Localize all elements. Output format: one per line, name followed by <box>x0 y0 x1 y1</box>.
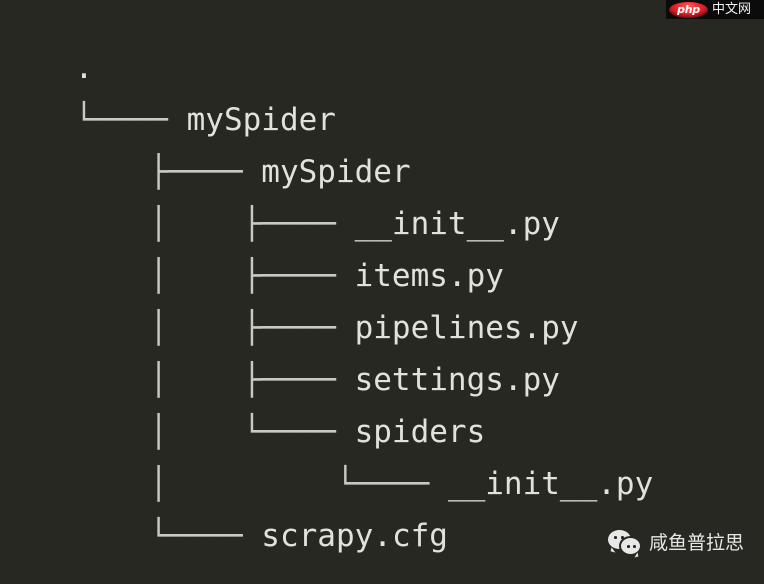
tree-row: ├──── mySpider <box>0 146 764 198</box>
wechat-dot <box>614 536 617 539</box>
tree-row: │ ├──── pipelines.py <box>0 302 764 354</box>
wechat-watermark: 咸鱼普拉思 <box>608 530 744 556</box>
tree-entry-name: items.py <box>354 258 504 294</box>
wechat-dot <box>633 545 636 548</box>
php-logo-text: php <box>677 3 700 16</box>
wechat-dot <box>627 545 630 548</box>
php-watermark: php 中文网 <box>666 0 764 19</box>
tree-row: │ ├──── settings.py <box>0 354 764 406</box>
tree-entry-name: spiders <box>354 414 486 450</box>
tree-entry-name: scrapy.cfg <box>261 518 448 554</box>
tree-branch-glyphs: │ └──── <box>0 466 448 502</box>
tree-entry-name: __init__.py <box>354 206 560 242</box>
directory-tree-output: . └──── mySpider ├──── mySpider │ ├──── … <box>0 42 764 562</box>
tree-entry-name: . <box>74 50 94 86</box>
tree-branch-glyphs <box>0 50 75 86</box>
tree-branch-glyphs: ├──── <box>0 154 262 190</box>
tree-row: . <box>0 42 764 94</box>
tree-entry-name: __init__.py <box>447 466 654 502</box>
tree-row: │ ├──── items.py <box>0 250 764 302</box>
tree-row: │ ├──── __init__.py <box>0 198 764 250</box>
wechat-account-name: 咸鱼普拉思 <box>649 531 745 554</box>
tree-branch-glyphs: └──── <box>0 102 187 138</box>
wechat-icon <box>608 530 642 556</box>
tree-branch-glyphs: │ ├──── <box>0 362 355 398</box>
wechat-bubble-small <box>619 536 642 556</box>
tree-entry-name: mySpider <box>186 102 336 138</box>
tree-row: │ └──── __init__.py <box>0 458 764 510</box>
tree-entry-name: mySpider <box>261 154 411 190</box>
php-logo-badge: php <box>669 1 708 18</box>
tree-branch-glyphs: └──── <box>0 518 262 554</box>
tree-row: │ └──── spiders <box>0 406 764 458</box>
tree-row: └──── mySpider <box>0 94 764 146</box>
tree-entry-name: settings.py <box>354 362 560 398</box>
tree-branch-glyphs: │ ├──── <box>0 258 355 294</box>
tree-branch-glyphs: │ ├──── <box>0 206 355 242</box>
tree-branch-glyphs: │ └──── <box>0 414 355 450</box>
tree-entry-name: pipelines.py <box>354 310 579 346</box>
wechat-dot <box>621 536 624 539</box>
tree-branch-glyphs: │ ├──── <box>0 310 355 346</box>
tree-row: └──── scrapy.cfg <box>0 510 764 562</box>
php-site-name: 中文网 <box>712 2 752 17</box>
